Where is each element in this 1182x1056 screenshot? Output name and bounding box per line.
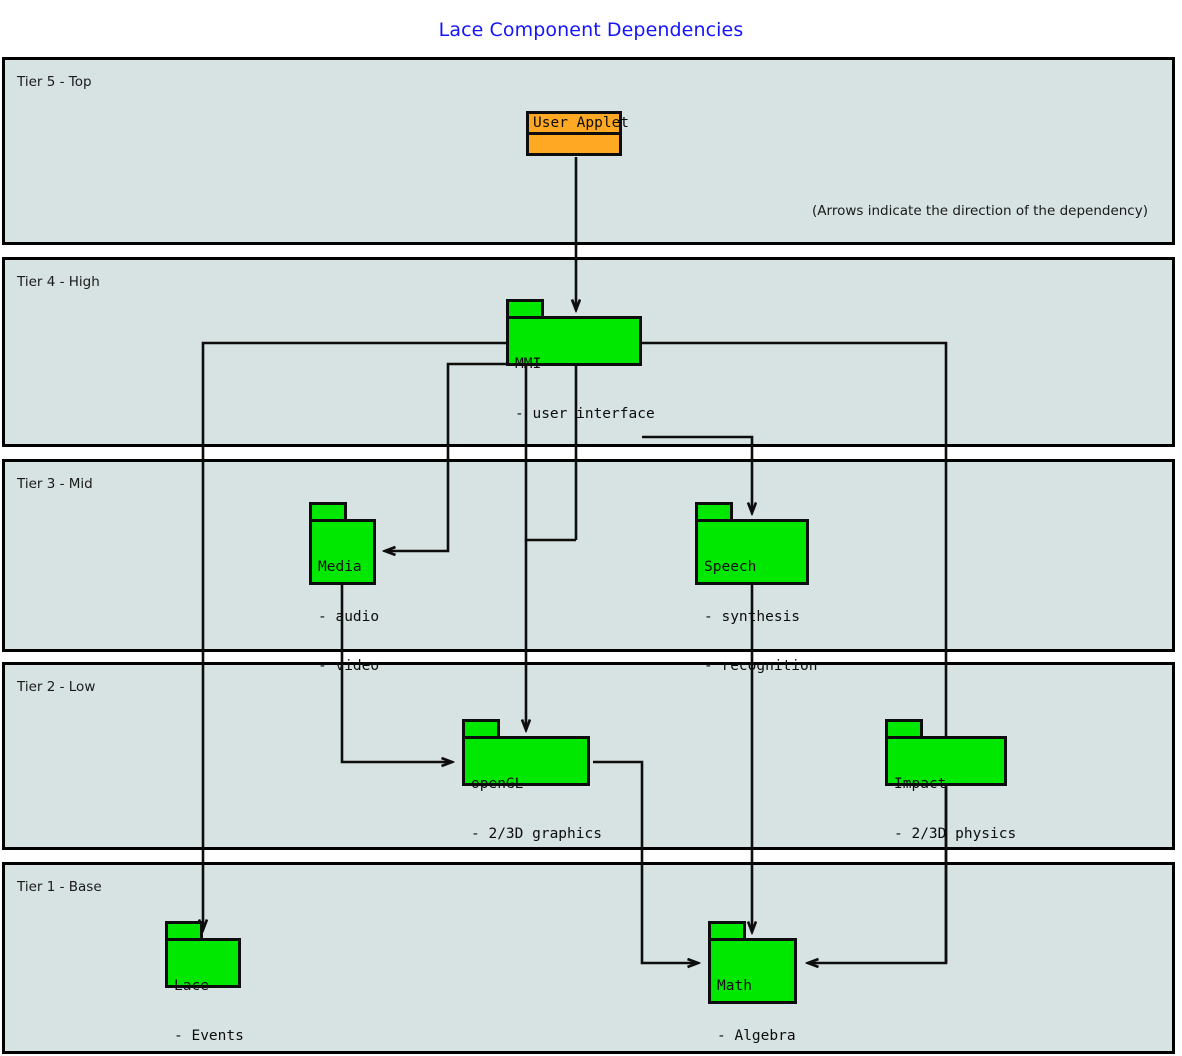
math-body: Math - Algebra - Geometry (708, 938, 797, 1044)
component-mmi[interactable]: MMI - user interface (506, 299, 655, 422)
component-speech[interactable]: Speech - synthesis - recognition (695, 502, 818, 674)
opengl-name: openGL (471, 776, 524, 792)
lace-name: Lace (174, 978, 209, 994)
impact-detail-1: - 2/3D physics (894, 825, 1017, 842)
page-title: Lace Component Dependencies (438, 19, 744, 41)
component-impact[interactable]: Impact - 2/3D physics (885, 719, 1016, 842)
lace-body: Lace - Events (165, 938, 244, 1044)
user-applet-body (526, 132, 622, 156)
math-detail-1: - Algebra (717, 1027, 796, 1044)
math-name: Math (717, 978, 752, 994)
speech-detail-2: - recognition (704, 658, 818, 674)
mmi-body: MMI - user interface (506, 316, 655, 422)
media-body: Media - audio - video (309, 519, 379, 674)
tier-label: Tier 2 - Low (17, 679, 96, 695)
user-applet-label: User Applet (526, 111, 629, 135)
component-media[interactable]: Media - audio - video (309, 502, 379, 674)
media-detail-1: - audio (318, 608, 380, 625)
mmi-detail-1: - user interface (515, 405, 655, 422)
impact-body: Impact - 2/3D physics (885, 736, 1016, 842)
impact-name: Impact (894, 776, 947, 792)
speech-name: Speech (704, 559, 757, 575)
lace-detail-1: - Events (174, 1027, 244, 1044)
tier-label: Tier 1 - Base (17, 879, 102, 895)
component-opengl[interactable]: openGL - 2/3D graphics (462, 719, 602, 842)
opengl-body: openGL - 2/3D graphics (462, 736, 602, 842)
component-lace[interactable]: Lace - Events (165, 921, 244, 1044)
tier-label: Tier 4 - High (17, 274, 100, 290)
media-detail-2: - video (318, 658, 380, 674)
tier-3-mid: Tier 3 - Mid (2, 459, 1175, 652)
mmi-name: MMI (515, 356, 542, 372)
speech-body: Speech - synthesis - recognition (695, 519, 818, 674)
media-name: Media (318, 559, 362, 575)
component-user-applet[interactable]: User Applet (526, 111, 629, 156)
speech-detail-1: - synthesis (704, 608, 801, 625)
arrows-note: (Arrows indicate the direction of the de… (812, 203, 1148, 219)
opengl-detail-1: - 2/3D graphics (471, 825, 602, 842)
component-math[interactable]: Math - Algebra - Geometry (708, 921, 797, 1044)
tier-label: Tier 3 - Mid (17, 476, 93, 492)
tier-label: Tier 5 - Top (17, 74, 92, 90)
